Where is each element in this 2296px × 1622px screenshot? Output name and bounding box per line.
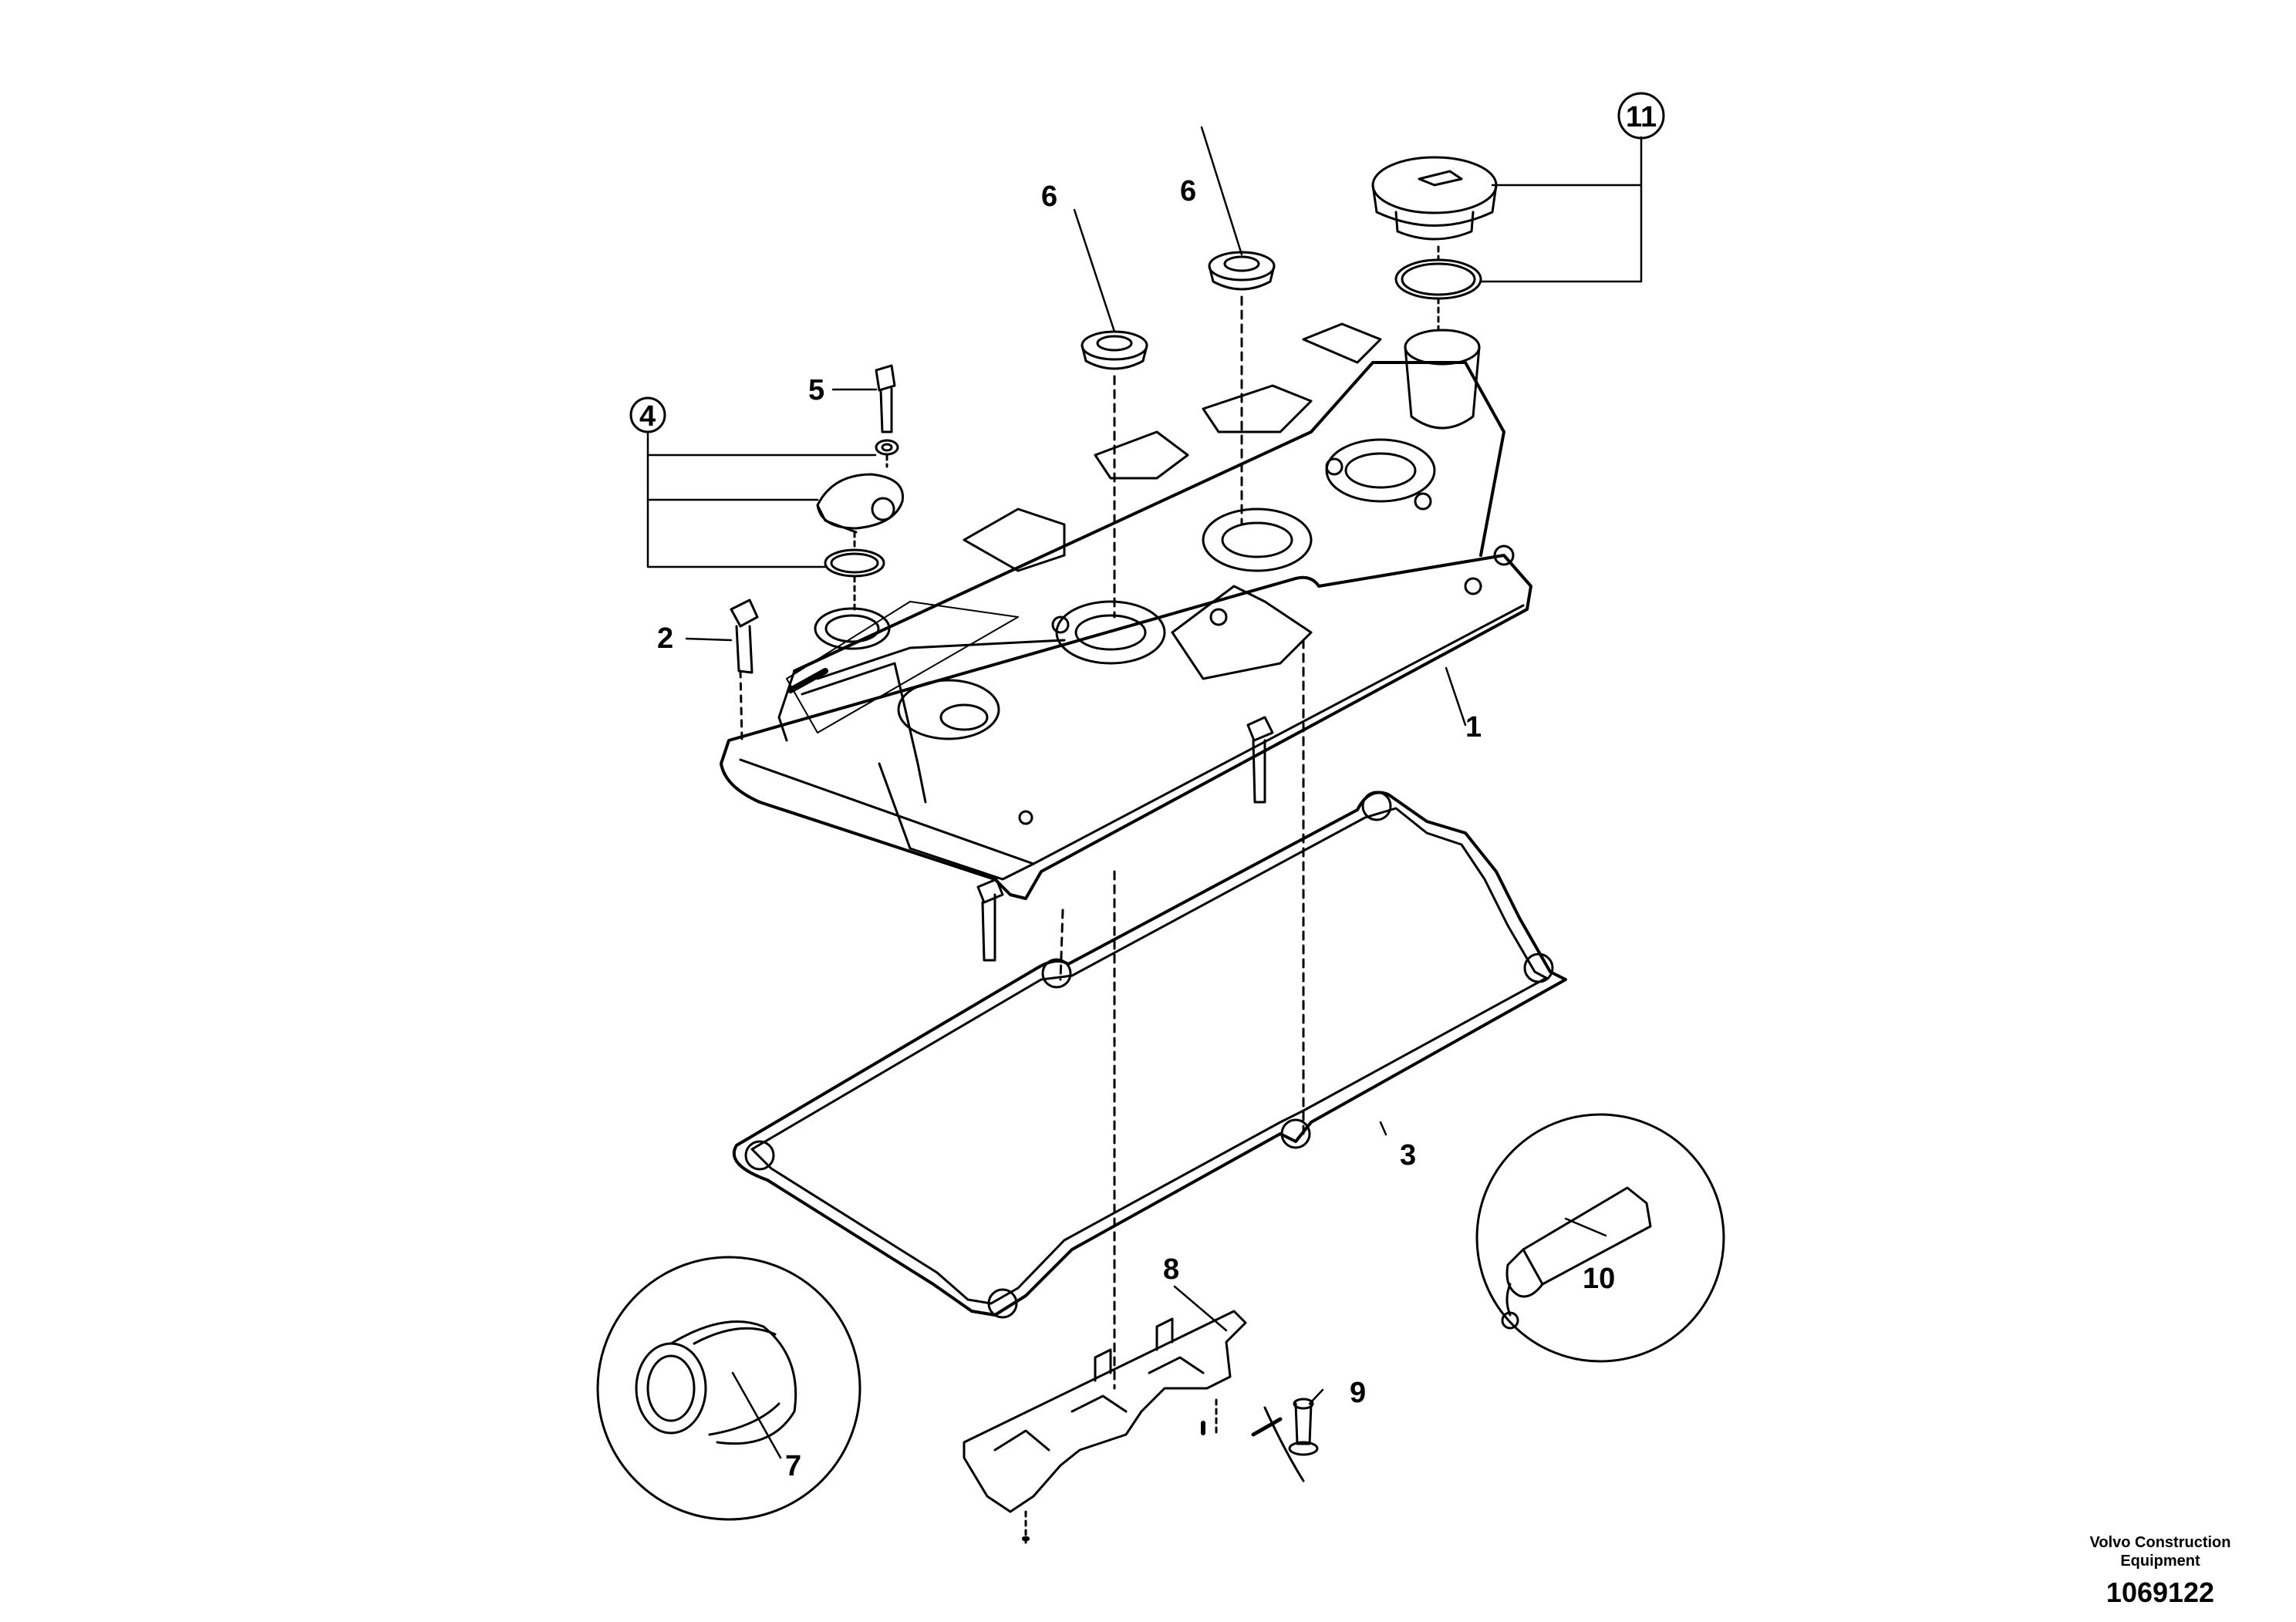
callout-5: 5 <box>808 374 824 406</box>
gasket-3 <box>732 791 1567 1319</box>
breather-cover-4 <box>816 473 904 534</box>
callout-9: 9 <box>1350 1377 1366 1409</box>
grommet-6b <box>1208 251 1276 291</box>
screw-9 <box>1288 1398 1319 1456</box>
callout-6a: 6 <box>1041 180 1057 213</box>
footer-company-line1: Volvo Construction <box>2089 1534 2231 1551</box>
washer-4 <box>875 439 899 456</box>
baffle-plate-8 <box>963 1310 1247 1513</box>
callout-4: 4 <box>639 400 656 433</box>
callout-2: 2 <box>657 622 673 655</box>
callout-10: 10 <box>1583 1263 1615 1295</box>
drawing-number: 1069122 <box>2106 1576 2215 1608</box>
callout-11: 11 <box>1626 101 1657 133</box>
footer-company: Volvo Construction Equipment <box>2083 1533 2237 1570</box>
callout-1: 1 <box>1465 711 1482 744</box>
screw-5 <box>875 364 896 433</box>
callout-7: 7 <box>785 1450 801 1482</box>
callout-circle-4 <box>629 396 666 433</box>
valve-cover <box>720 322 1532 900</box>
bolt-right <box>1246 716 1274 804</box>
footer-company-line2: Equipment <box>2120 1553 2200 1570</box>
grommet-6a <box>1081 330 1148 370</box>
bolt-front-left <box>976 878 1004 962</box>
o-ring-11 <box>1394 258 1482 300</box>
o-ring-4 <box>824 548 885 578</box>
detail-circle-7 <box>596 1256 861 1521</box>
detail-circle-10 <box>1475 1113 1725 1363</box>
callout-numbers: 1 2 3 4 5 6 6 7 8 9 10 11 <box>639 101 1657 1482</box>
callout-circle-11 <box>1617 92 1665 140</box>
callout-3: 3 <box>1400 1139 1416 1172</box>
oil-filler-cap-11 <box>1371 156 1498 241</box>
callout-6b: 6 <box>1180 175 1196 207</box>
bolt-2 <box>730 599 759 742</box>
bolt-top-right <box>1493 545 1515 566</box>
callout-8: 8 <box>1163 1253 1179 1286</box>
leader-lines <box>646 126 1643 1459</box>
